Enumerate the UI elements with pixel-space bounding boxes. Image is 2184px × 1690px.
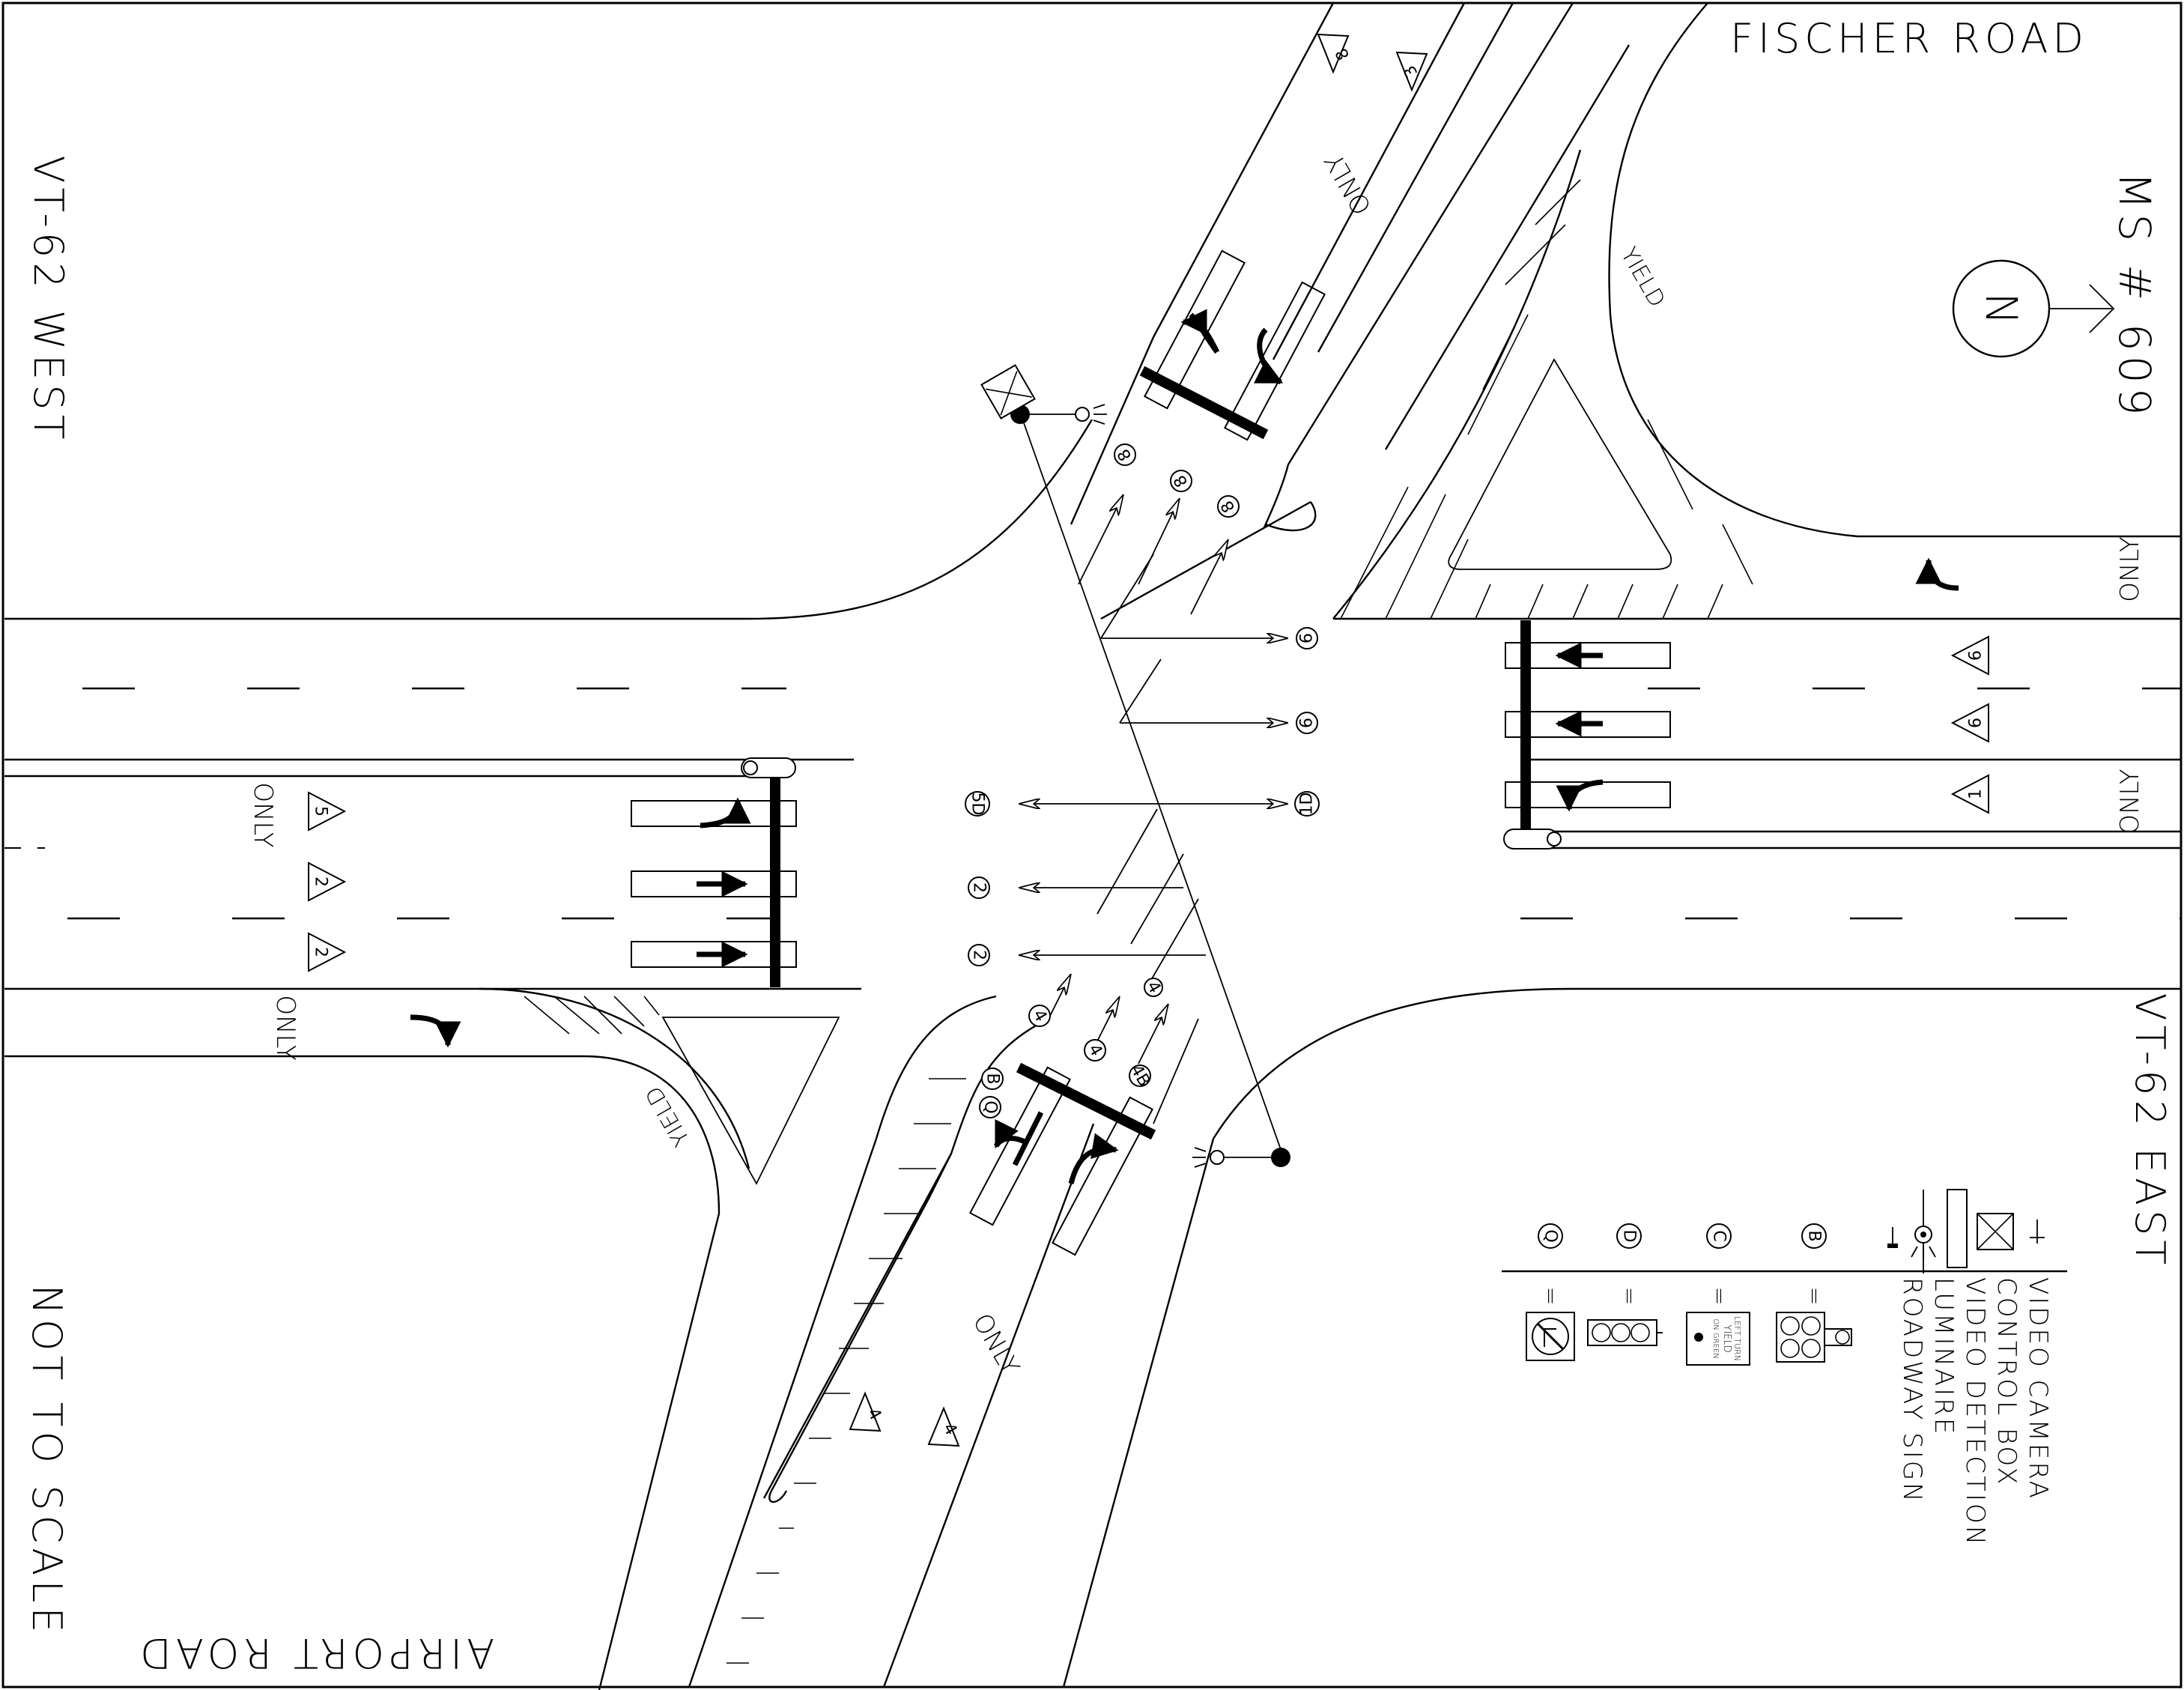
south-stop-bar: [968, 1062, 1156, 1256]
detection-zone-label: 1D: [1298, 793, 1317, 816]
signal-head-label: 2: [312, 947, 330, 957]
yield-marking-ne: YIELD: [1616, 243, 1670, 312]
detection-lines: [1018, 408, 1288, 1154]
only-marking-east-upper: ONLY: [2115, 536, 2145, 602]
legend-item-roadway-sign: ROADWAY SIGN: [1897, 1277, 1927, 1504]
legend-symbol: B: [1805, 1230, 1824, 1241]
north-arrow: N: [1952, 259, 2115, 358]
signal-heads-east: 6 6 1: [1950, 635, 1989, 814]
east-pole-stub: [1503, 829, 1562, 849]
not-to-scale-label: NOT TO SCALE: [23, 1285, 70, 1638]
se-signal-pole: [1192, 1147, 1290, 1168]
signal-head-label: 5: [312, 806, 330, 817]
vt62-east-label: VT-62 EAST: [2126, 993, 2174, 1270]
nw-signal-pole: [980, 364, 1107, 425]
fischer-road-label: FISCHER ROAD: [1730, 15, 2088, 62]
detection-zone-label: 4B: [1126, 1061, 1153, 1090]
detection-bubbles-south: 4 4 4B 4: [1028, 978, 1164, 1090]
detection-bubbles-west: 5D 2 2: [965, 791, 990, 966]
legend-equals: =: [1538, 1286, 1564, 1305]
equipment-label: Q: [981, 1100, 1000, 1113]
legend-equals: =: [1616, 1286, 1642, 1305]
detection-zone-label: 2: [970, 950, 989, 960]
legend-symbol: C: [1710, 1230, 1729, 1241]
legend-sign-text: ON GREEN: [1711, 1318, 1720, 1358]
signal-head-label: 6: [1967, 650, 1986, 661]
detection-zone-label: 2: [970, 882, 989, 893]
north-arrow-letter: N: [1976, 292, 2027, 324]
legend-luminaire-symbol: [1911, 1190, 1936, 1273]
only-marking-north: ONLY: [1319, 148, 1377, 220]
legend-item-video-detection: VIDEO DETECTION: [1960, 1277, 1990, 1547]
legend-item-control-box: CONTROL BOX: [1992, 1277, 2021, 1486]
sw-pole-equipment: B Q: [979, 1067, 1004, 1118]
north-stop-bar: [1139, 249, 1326, 441]
legend-sign-text: YIELD: [1721, 1324, 1732, 1352]
west-stop-bar: [631, 776, 797, 987]
legend-video-camera-symbol: [2030, 1220, 2045, 1244]
airport-road-label: AIRPORT ROAD: [136, 1629, 494, 1677]
only-marking-west-upper: ONLY: [248, 782, 278, 847]
vt62-west-label: VT-62 WEST: [25, 155, 72, 443]
road-edges: [4, 2, 2181, 1690]
legend-equals: =: [1801, 1286, 1827, 1305]
legend-item-video-camera: VIDEO CAMERA: [2023, 1277, 2053, 1500]
only-marking-east-lower: ONLY: [2115, 769, 2145, 834]
only-marking-west-lower: ONLY: [270, 995, 300, 1060]
detection-zone-label: 5D: [968, 793, 987, 816]
legend-item-luminaire: LUMINAIRE: [1929, 1277, 1959, 1436]
signal-heads-west: 5 2 2: [308, 791, 347, 972]
legend-sign-text: LEFT TURN: [1732, 1316, 1742, 1361]
legend: Q D C B = = = = LEFT TURN YIELD ON GREEN: [1502, 1189, 2067, 1547]
yield-marking-sw: YIELD: [640, 1082, 695, 1151]
station-label: MS # 609: [2109, 172, 2160, 420]
legend-video-detection-symbol: [1947, 1189, 1968, 1268]
detection-zone-label: 6: [1298, 718, 1317, 728]
legend-symbol: D: [1620, 1230, 1639, 1243]
only-marking-south: ONLY: [966, 1309, 1025, 1381]
detection-bubbles-east: 6 6 1D: [1294, 627, 1320, 817]
lane-arrows: [410, 315, 1959, 1184]
signal-heads-south: 4 4: [849, 1391, 960, 1447]
signal-heads-north: 8 3: [1317, 33, 1428, 92]
detection-zone-label: 6: [1298, 633, 1317, 643]
legend-control-box-symbol: [1977, 1213, 2014, 1250]
ne-hatching: [1340, 179, 1753, 620]
signal-head-label: 2: [312, 876, 330, 887]
legend-equals: =: [1706, 1286, 1732, 1305]
legend-roadway-sign-symbol: [1887, 1227, 1898, 1248]
signal-head-label: 6: [1967, 718, 1986, 728]
detection-bubbles-north: 8 8 8: [1114, 443, 1240, 518]
equipment-label: B: [983, 1073, 1002, 1084]
legend-symbol: Q: [1541, 1229, 1560, 1242]
signal-head-label: 1: [1967, 789, 1986, 799]
west-pole-stub: [741, 757, 796, 778]
south-hatching: [524, 996, 966, 1664]
